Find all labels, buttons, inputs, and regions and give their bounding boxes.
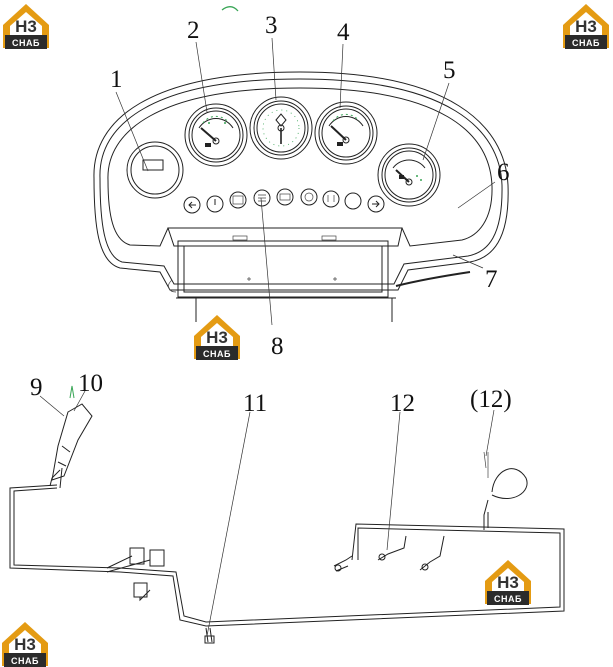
svg-text:CHAБ: CHAБ [203, 349, 231, 359]
callout-10: 10 [78, 370, 103, 397]
gauge-4 [314, 101, 378, 165]
instrument-panel-housing [93, 71, 509, 291]
watermark-logo-center: H3 CHAБ [194, 315, 240, 360]
callout-12-alt: (12) [470, 386, 512, 413]
callout-2: 2 [187, 17, 200, 44]
wiring-harness [9, 385, 565, 644]
svg-text:H3: H3 [575, 17, 597, 36]
callout-4: 4 [337, 19, 350, 46]
callout-7: 7 [485, 266, 498, 293]
svg-text:H3: H3 [497, 573, 519, 592]
watermark-logo-bottom-right: H3 CHAБ [485, 560, 531, 605]
callout-12: 12 [390, 390, 415, 417]
gauge-5 [377, 143, 441, 207]
gauge-2 [184, 103, 248, 167]
svg-text:H3: H3 [206, 328, 228, 347]
callout-3: 3 [265, 12, 278, 39]
watermark-logo-bottom-left: H3 CHAБ [2, 622, 48, 667]
gauge-3 [249, 96, 313, 160]
watermark-logo-top-left: H3 CHAБ [3, 4, 49, 49]
svg-text:H3: H3 [14, 635, 36, 654]
callout-9: 9 [30, 374, 43, 401]
callout-11: 11 [243, 390, 267, 417]
indicator-lamp-row [183, 188, 385, 214]
watermark-logo-top-right: H3 CHAБ [563, 4, 609, 49]
callout-1: 1 [110, 66, 123, 93]
svg-text:CHAБ: CHAБ [11, 656, 39, 666]
rotation-arrow-mark [221, 6, 239, 12]
callout-6: 6 [497, 159, 510, 186]
svg-text:CHAБ: CHAБ [572, 38, 600, 48]
callout-5: 5 [443, 57, 456, 84]
leader-lines-top [115, 37, 496, 326]
svg-text:CHAБ: CHAБ [12, 38, 40, 48]
callout-8: 8 [271, 333, 284, 360]
lower-recess [167, 227, 471, 322]
svg-text:CHAБ: CHAБ [494, 594, 522, 604]
svg-text:H3: H3 [15, 17, 37, 36]
hour-meter [126, 141, 184, 199]
leader-lines-bottom [39, 390, 495, 637]
